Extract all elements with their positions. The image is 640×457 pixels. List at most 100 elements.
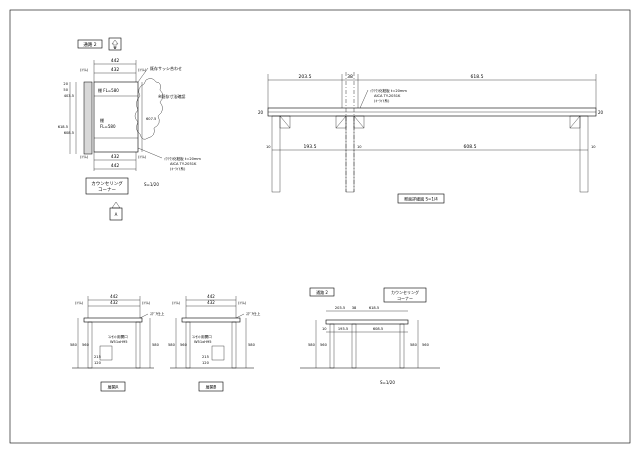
elev-c-tag-box: [309, 287, 335, 297]
section-leg-left: [271, 115, 281, 193]
elev-a-note-1: ｺﾝｾﾝﾄ用開口: [108, 334, 128, 339]
elev-c-side: 560: [422, 343, 430, 347]
plan-tag-label: 通路 2: [83, 41, 96, 48]
elev-c-leg: [329, 323, 335, 369]
section-dim-top: 203.5: [299, 74, 312, 80]
plan-view: 通路 2 B 442 432 (ﾄﾘﾑ) (ﾄﾘﾑ) 棚 FL=580 棚 FL…: [58, 37, 201, 221]
elev-b-small: 215: [202, 355, 209, 359]
elevation-b: 442 432 (ﾄﾘﾑ) (ﾄﾘﾑ) ｽｸﾞｱ仕上 ｺﾝｾﾝﾄ用開口 W51x…: [168, 294, 261, 392]
elev-c-dim-top: 203.5: [335, 306, 345, 310]
section-bracket-box: [569, 115, 581, 129]
elev-a-side: 560: [82, 343, 90, 347]
elev-a-title-box: [100, 381, 126, 392]
elev-b-side: 580: [168, 343, 176, 347]
section-detail: 203.5 38 618.5 20 20 193.5 608.5 10 10 1…: [258, 72, 604, 204]
revision-cloud: [134, 78, 164, 140]
elev-a-note-top: ｽｸﾞｱ仕上: [150, 311, 165, 316]
elev-a-note-2: W51xH95: [110, 340, 128, 344]
leader-line: [359, 89, 369, 109]
elev-c-scale: S=1/20: [380, 380, 395, 385]
elevation-c: 通路 2 カウンセリング コーナー 203.5 38 618.5 193.5 6…: [300, 287, 440, 385]
plan-note-site: ※既存寸法確認: [158, 93, 185, 99]
plan-wall-left: [83, 81, 93, 155]
plan-edge-mark: (ﾄﾘﾑ): [80, 155, 89, 159]
leader-line: [235, 313, 245, 319]
elev-b-small: 120: [202, 361, 210, 365]
plan-edge-mark: (ﾄﾘﾑ): [138, 155, 147, 159]
elev-a-side: 580: [70, 343, 78, 347]
elev-b-side: 580: [248, 343, 256, 347]
view-a-letter: A: [115, 212, 118, 217]
elev-a-side: 580: [152, 343, 160, 347]
section-dim-top: 618.5: [471, 74, 484, 80]
plan-dim-bottom-1: 432: [111, 154, 120, 160]
elev-a-title: 展開A: [108, 384, 119, 390]
plan-dim-bottom-2: 442: [111, 163, 120, 169]
plan-left-dim: 20: [63, 82, 68, 86]
elev-c-side: 580: [410, 343, 418, 347]
section-bracket-box: [335, 115, 347, 129]
elev-c-leg: [399, 323, 405, 369]
plan-note-top-3: (ｷｰﾗｲﾄ系): [170, 166, 186, 171]
plan-left-dim: 608.5: [64, 131, 74, 135]
section-brackets: [279, 115, 581, 129]
plan-left-dim: 618.5: [58, 125, 68, 129]
leader-line: [137, 147, 163, 159]
elev-c-dim-mid: 193.5: [338, 327, 348, 331]
plan-note-top-1: ｲﾜﾐｳﾗ化粧板 t=20mm: [164, 156, 201, 161]
plan-title-box: [85, 177, 129, 195]
sheet-border: [9, 9, 631, 444]
elev-c-leg: [351, 323, 357, 369]
elev-c-top: [325, 319, 409, 325]
elev-a-dim: 442: [110, 294, 118, 299]
section-dim-edge-left: 20: [258, 110, 264, 115]
plan-left-dim: 403.5: [64, 94, 74, 98]
plan-scale: S=1/20: [144, 182, 159, 187]
section-dim-top: 38: [347, 74, 353, 80]
plan-dim-top-2: 432: [111, 67, 120, 73]
plan-edge-mark: (ﾄﾘﾑ): [80, 68, 89, 72]
plan-edge-mark: (ﾄﾘﾑ): [138, 68, 147, 72]
plan-counter: [93, 81, 139, 153]
elev-b-mark: (ﾄﾘﾑ): [238, 301, 247, 305]
plan-title-1: カウンセリング: [91, 180, 123, 187]
section-leg-right: [579, 115, 589, 193]
elev-a-top: [83, 317, 143, 323]
section-bracket-box: [353, 115, 365, 129]
section-mark-mid: 10: [357, 145, 362, 149]
elev-a-dim: 432: [110, 300, 118, 305]
section-bracket-box: [279, 115, 291, 129]
elev-c-side: 580: [308, 343, 316, 347]
elev-b-side: 560: [180, 343, 188, 347]
elev-c-label-2: コーナー: [397, 295, 413, 301]
plan-note-top-2: AICA TY-2051K: [170, 162, 197, 166]
elev-b-note-2: W51xH95: [194, 340, 212, 344]
elev-c-dim-mid: 608.5: [373, 327, 383, 331]
elev-c-dim-top: 618.5: [369, 306, 379, 310]
elev-b-title-box: [198, 381, 224, 392]
elev-b-note-top: ｽｸﾞｱ仕上: [246, 311, 261, 316]
elev-b-title: 展開B: [206, 384, 217, 390]
section-title-box: [397, 193, 445, 204]
section-title: 断面詳細図 S=1/4: [404, 196, 438, 202]
elev-a-mark: (ﾄﾘﾑ): [75, 301, 84, 305]
elev-b-outlet: [211, 345, 225, 361]
plan-tag-box: [77, 39, 103, 49]
elev-a-mark: (ﾄﾘﾑ): [142, 301, 151, 305]
elev-b-note-1: ｺﾝｾﾝﾄ用開口: [192, 334, 212, 339]
plan-shelf-lower-2: FL=580: [100, 124, 116, 129]
elev-a-outlet: [99, 345, 113, 361]
elev-b-dim: 432: [207, 300, 215, 305]
elev-a-small: 120: [94, 361, 102, 365]
section-mark-left: 10: [266, 145, 271, 149]
plan-left-dim: 50: [63, 88, 68, 92]
elev-c-label-box: [383, 287, 427, 303]
arrow-up-icon: [111, 201, 121, 209]
section-mark-right: 10: [591, 145, 596, 149]
elev-c-tag-label: 通路 2: [316, 289, 328, 295]
plan-shelf-upper: 棚 FL=580: [98, 87, 119, 93]
elev-b-dim: 442: [207, 294, 215, 299]
elev-c-label-1: カウンセリング: [391, 289, 419, 295]
plan-note-sash: 既存サッシ合わせ: [150, 65, 182, 71]
